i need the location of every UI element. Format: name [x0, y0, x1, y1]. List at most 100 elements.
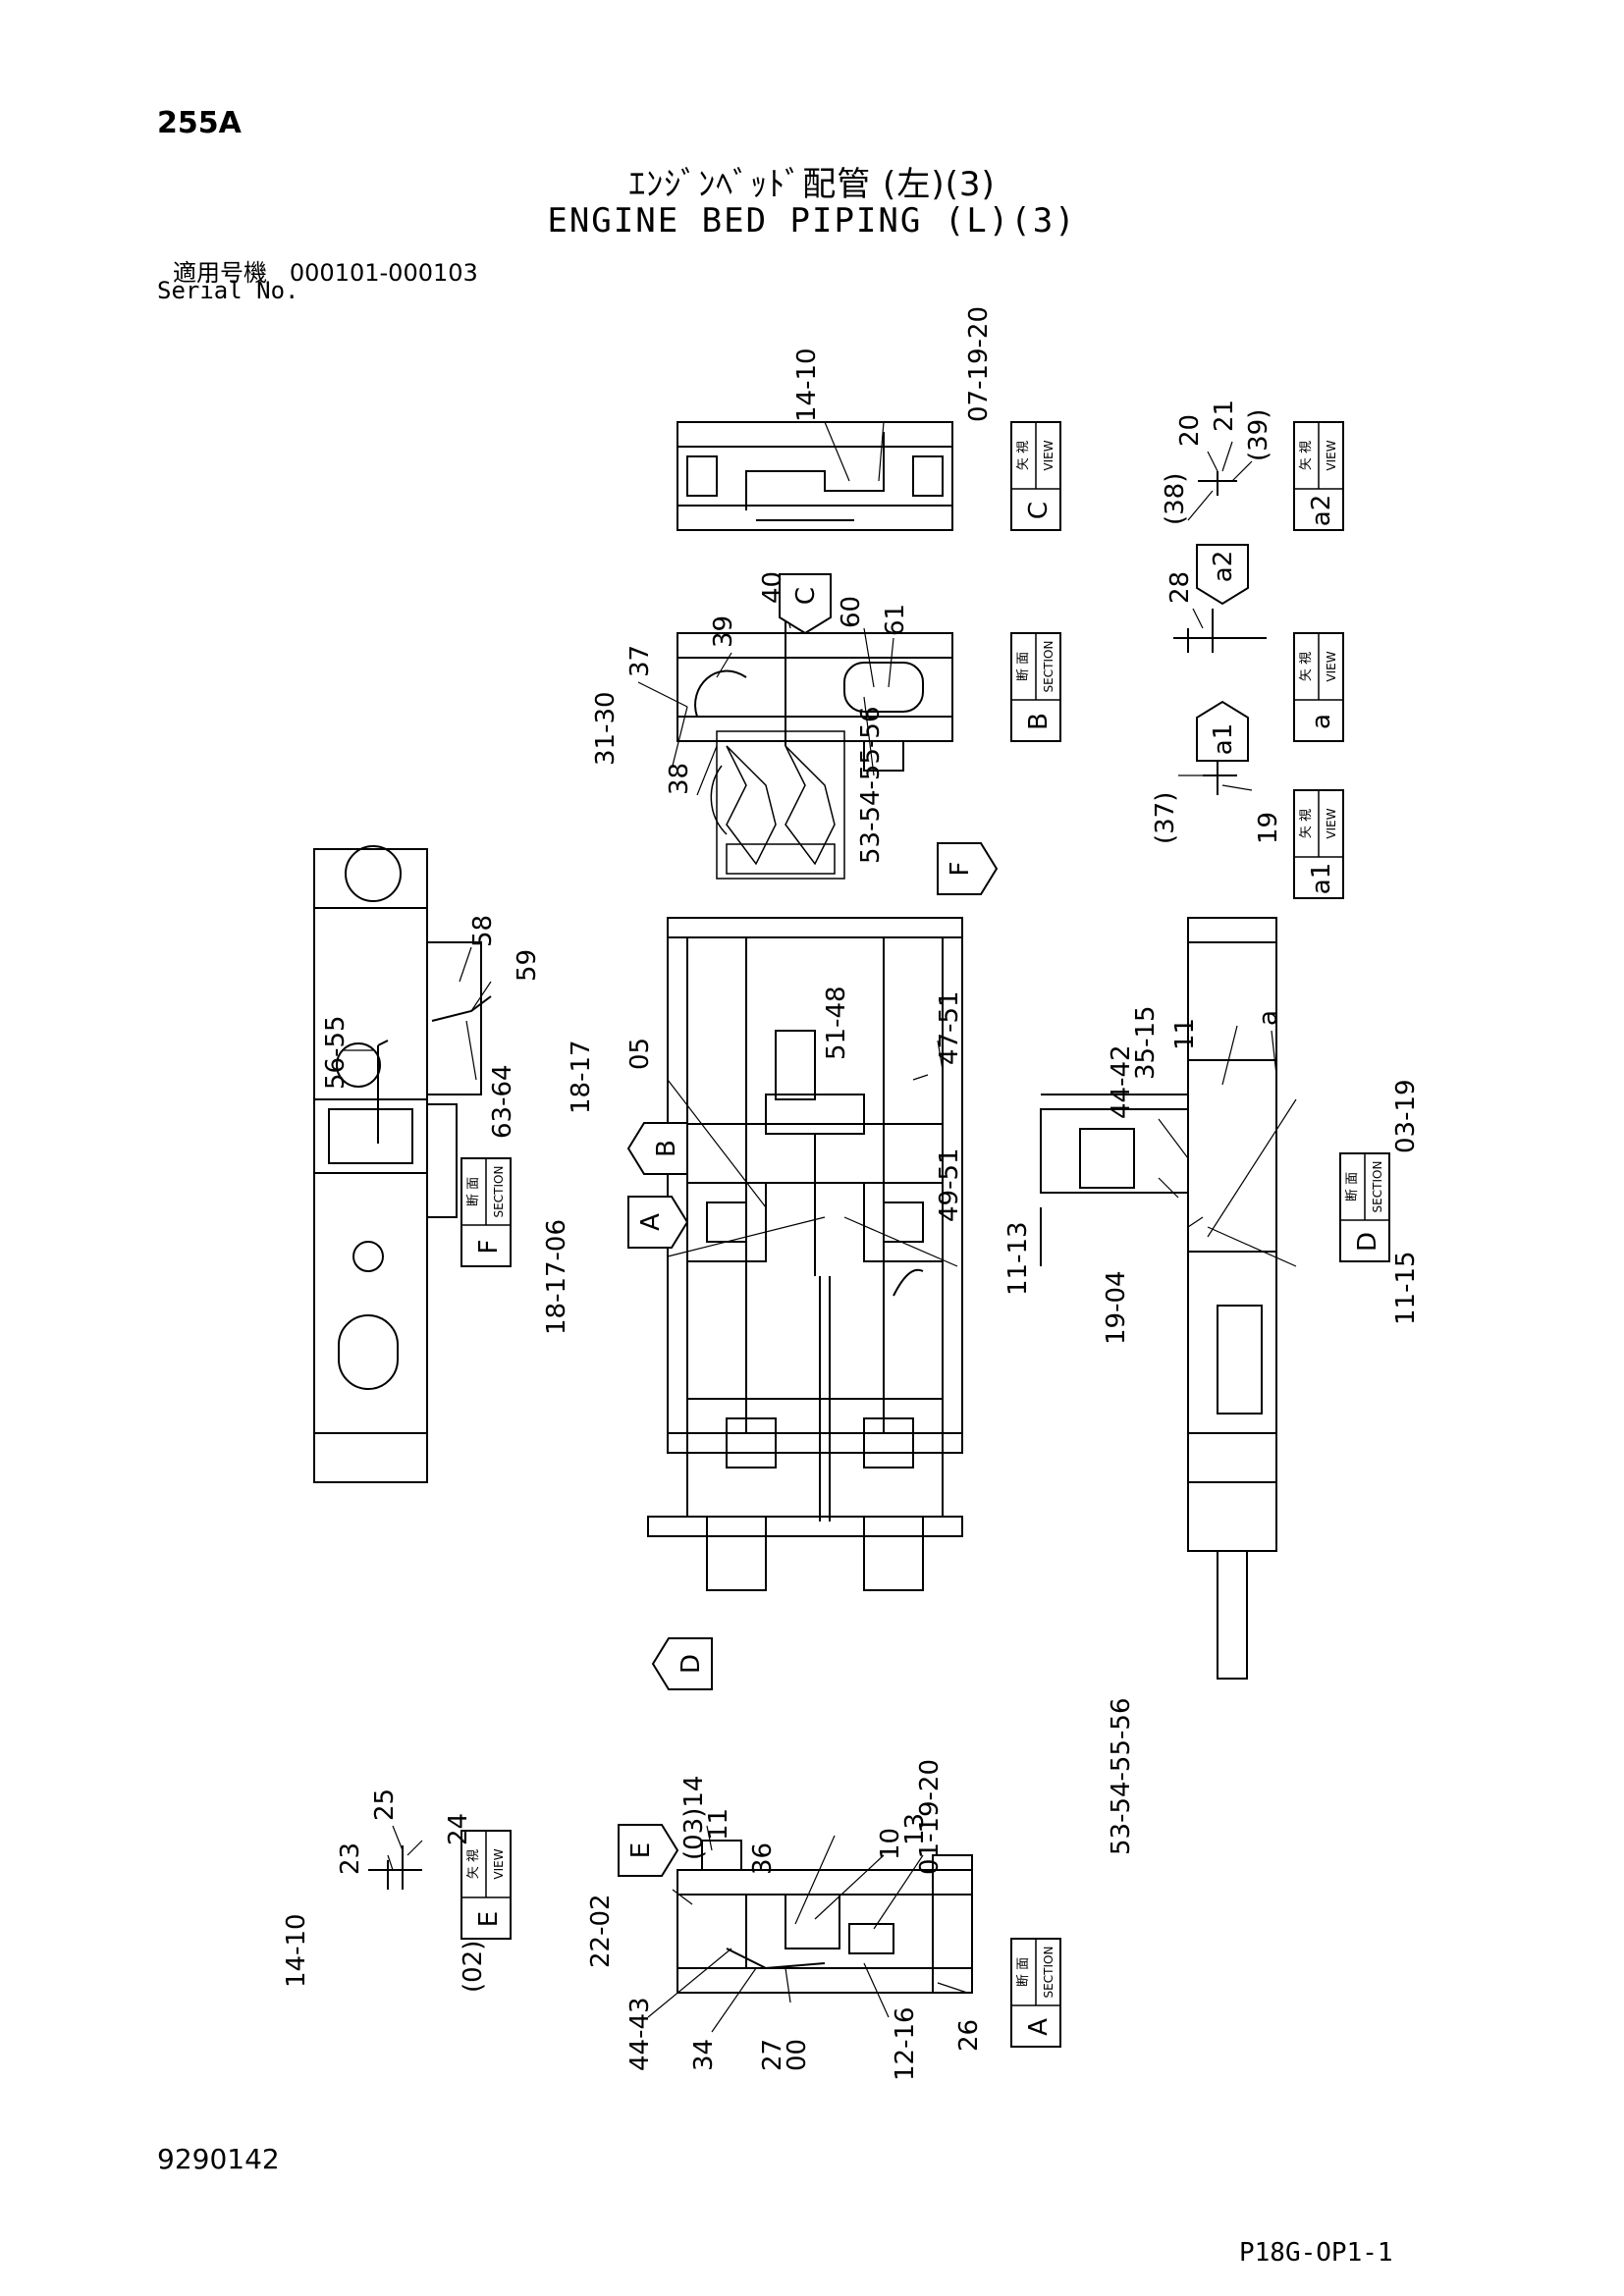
- view-arrow-shape: [618, 1824, 679, 1877]
- label-box-en: VIEW: [1325, 440, 1338, 470]
- part-callout: 38: [665, 763, 694, 795]
- part-callout: a: [1254, 1010, 1283, 1026]
- part-callout: 34: [689, 2039, 719, 2071]
- part-callout: 40: [758, 571, 787, 604]
- label-box-letter: B: [1024, 713, 1054, 730]
- part-callout: (03)14: [679, 1776, 709, 1860]
- label-box-jp: 矢 視: [1299, 809, 1314, 838]
- label-box-jp: 矢 視: [1016, 441, 1031, 470]
- view-c-drawing: [677, 421, 953, 531]
- part-callout: 11-15: [1391, 1251, 1421, 1325]
- line-art: [313, 421, 1277, 1994]
- view-arrow: C: [779, 573, 832, 635]
- part-callout: 49-51: [935, 1148, 964, 1222]
- part-callout: 01-19-20: [915, 1759, 945, 1875]
- label-box-en: VIEW: [1042, 440, 1056, 470]
- part-callout: 28: [1165, 571, 1195, 604]
- view-arrow-label: a2: [1209, 551, 1238, 582]
- view-arrow-shape: [651, 1637, 713, 1690]
- part-callout: 61: [881, 604, 910, 636]
- part-callout: 25: [370, 1789, 400, 1821]
- part-callout: 63-64: [488, 1064, 517, 1139]
- leader-lines: [344, 421, 1297, 2033]
- label-box-jp: 断 面: [466, 1177, 481, 1206]
- part-callout: 60: [837, 596, 866, 628]
- label-box-letter: F: [474, 1240, 504, 1255]
- view-arrow: B: [626, 1122, 688, 1175]
- view-arrow-label: C: [791, 587, 821, 605]
- title-english: ENGINE BED PIPING (L)(3): [547, 201, 1077, 240]
- label-box-jp: 断 面: [1345, 1172, 1360, 1201]
- view-arrow-shape: [779, 573, 832, 635]
- label-box-letter: A: [1024, 2018, 1054, 2036]
- label-box-en: VIEW: [492, 1848, 506, 1879]
- view-arrow: a2: [1196, 544, 1249, 606]
- label-box-letter: D: [1353, 1232, 1382, 1252]
- label-box-jp: 矢 視: [1299, 441, 1314, 470]
- part-callout: 56-55: [321, 1015, 351, 1090]
- view-arrow-shape: [627, 1196, 689, 1249]
- view-arrow-shape: [1196, 544, 1249, 606]
- part-callout: (37): [1151, 792, 1180, 844]
- label-box: 矢 視 VIEW C: [1010, 421, 1061, 531]
- label-box-letter: a1: [1307, 863, 1336, 894]
- serial-label-japanese: 適用号機 000101-000103: [173, 253, 478, 288]
- view-arrow-shape: [1196, 700, 1249, 762]
- view-arrow: D: [651, 1637, 713, 1690]
- part-callout: 26: [954, 2019, 984, 2052]
- serial-range: 000101-000103: [289, 259, 478, 287]
- view-arrow-shape: [937, 842, 999, 895]
- label-box-en: VIEW: [1325, 651, 1338, 681]
- view-arrow: A: [627, 1196, 689, 1249]
- part-callout: 51-48: [822, 986, 851, 1060]
- view-e-drawing: [368, 1845, 422, 1890]
- section-d-drawing: [1040, 917, 1277, 1680]
- document-number: 9290142: [157, 2143, 280, 2175]
- part-callout: 11: [1170, 1018, 1200, 1050]
- part-callout: 03-19: [1391, 1079, 1421, 1153]
- part-callout: 53-54-55-56: [1107, 1698, 1136, 1855]
- label-box-letter: E: [474, 1911, 504, 1927]
- section-b-drawing: [677, 618, 953, 772]
- part-callout: 23: [336, 1842, 365, 1875]
- view-arrow: F: [937, 842, 999, 895]
- part-callout: 13: [900, 1813, 930, 1845]
- part-callout: 44-43: [625, 1997, 655, 2071]
- label-box-letter: a: [1307, 714, 1336, 729]
- label-box: 断 面 SECTION F: [460, 1157, 512, 1267]
- view-arrow-label: B: [652, 1140, 681, 1157]
- part-callout: 47-51: [935, 990, 964, 1065]
- label-box-letter: C: [1024, 502, 1054, 519]
- part-callout: 07-19-20: [964, 306, 994, 422]
- view-arrow-label: A: [636, 1213, 666, 1231]
- label-box-en: SECTION: [1042, 1947, 1056, 1999]
- label-box-jp: 矢 視: [466, 1849, 481, 1879]
- label-box: 矢 視 VIEW E: [460, 1830, 512, 1940]
- section-a-drawing: [677, 1840, 973, 1994]
- view-arrow-label: F: [946, 862, 975, 877]
- part-callout: 21: [1210, 400, 1239, 432]
- view-arrow-label: E: [626, 1842, 656, 1858]
- label-box-jp: 矢 視: [1299, 652, 1314, 681]
- part-callout: 36: [748, 1842, 778, 1875]
- part-callout: 37: [625, 645, 655, 677]
- serial-label-jp-text: 適用号機: [173, 259, 267, 287]
- part-callout: 19: [1254, 812, 1283, 844]
- view-arrows: Ca2 a1F B A D E: [618, 544, 1249, 1877]
- view-arrow-shape: [626, 1122, 688, 1175]
- part-callout: (39): [1244, 409, 1273, 461]
- serial-label-english: Serial No.: [157, 277, 299, 304]
- label-box-letter: a2: [1307, 495, 1336, 526]
- part-callout: 19-04: [1102, 1270, 1131, 1345]
- label-box-en: SECTION: [492, 1166, 506, 1218]
- part-callout: 00: [783, 2039, 812, 2071]
- part-callout: 10: [876, 1828, 905, 1860]
- view-arrow: a1: [1196, 700, 1249, 762]
- part-callout: 35-15: [1131, 1005, 1161, 1080]
